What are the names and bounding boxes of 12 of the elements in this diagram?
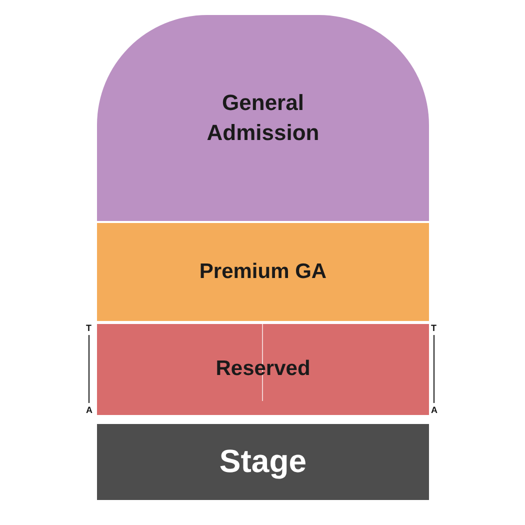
section-label: General Admission (206, 89, 320, 147)
premium-ga-section (97, 223, 429, 321)
general-admission-section (97, 15, 429, 221)
row-letter: T (86, 323, 92, 333)
row-letter: A (86, 405, 92, 415)
reserved-section (97, 324, 429, 415)
row-letter: A (431, 405, 438, 415)
section-label: Premium GA (199, 258, 327, 285)
stage-label: Stage (219, 442, 307, 482)
section-label: Reserved (216, 356, 310, 382)
stage (97, 424, 429, 500)
row-letter: T (431, 323, 436, 333)
